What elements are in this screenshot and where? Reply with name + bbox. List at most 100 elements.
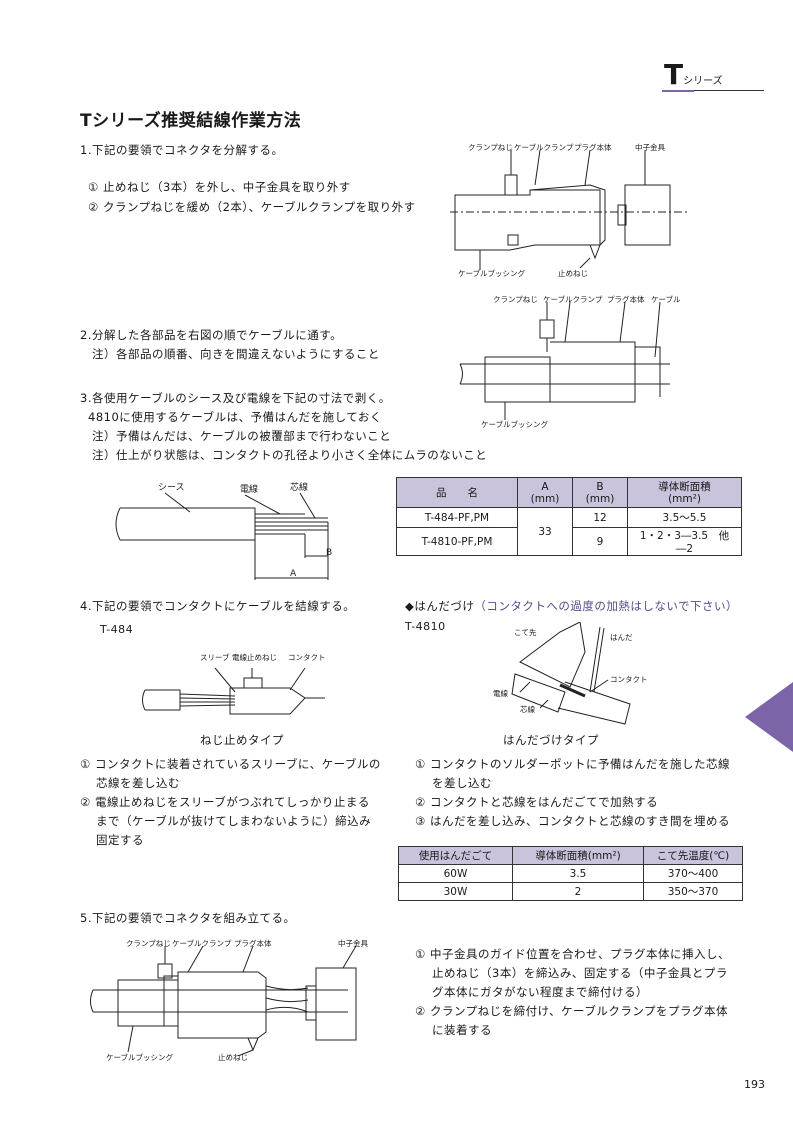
table-row: 30W 2 350～370 (398, 882, 743, 901)
figure-assembly: クランプねじ ケーブルクランプ プラグ本体 中子金具 ケーブルブッシング 止めね… (88, 936, 388, 1066)
label-solder: はんだ (610, 633, 633, 642)
left-item-2c: 固定する (96, 833, 144, 847)
label-plug-body-3: プラグ本体 (234, 939, 272, 948)
cell-area: 2 (512, 882, 644, 901)
label-cable-clamp: ケーブルクランプ (514, 143, 574, 152)
cell-iron: 60W (398, 864, 513, 883)
th-area-label: 導体断面積 (658, 480, 711, 493)
solder-type-drawing (511, 621, 631, 725)
cell-b: 9 (572, 527, 628, 556)
th-temp: こて先温度(℃) (643, 846, 743, 865)
cell-name: T-4810-PF,PM (396, 527, 518, 556)
label-bushing-3: ケーブルブッシング (106, 1053, 174, 1062)
screw-type-drawing (142, 667, 325, 715)
label-contact: コンタクト (288, 653, 326, 662)
cell-iron: 30W (398, 882, 513, 901)
label-wire-2: 電線 (493, 689, 508, 698)
page-number: 193 (744, 1078, 765, 1091)
th-iron: 使用はんだごて (398, 846, 513, 865)
left-item-1b: 芯線を差し込む (96, 776, 180, 790)
figure-stripping: シース 電線 芯線 B A (110, 478, 350, 586)
header-rule-accent (662, 90, 694, 92)
label-cable-clamp-3: ケーブルクランプ (172, 939, 232, 948)
cell-temp: 370～400 (643, 864, 743, 883)
label-bushing-2: ケーブルブッシング (481, 420, 549, 429)
strip-dimension-table: 品 名 A(mm) B(mm) 導体断面積(mm²) T-484-PF,PM 3… (396, 477, 742, 556)
step1-item-1: ① 止めねじ（3本）を外し、中子金具を取り外す (88, 180, 351, 194)
right-item-3: ③ はんだを差し込み、コンタクトと芯線のすき間を埋める (415, 814, 730, 828)
right-item-1: ① コンタクトのソルダーポットに予備はんだを施した芯線 (415, 757, 730, 771)
step2-heading: 2.分解した各部品を右図の順でケーブルに通す。 (80, 328, 343, 342)
label-plug-body-2: プラグ本体 (607, 295, 645, 304)
step5-item-1c: グ本体にガタがない程度まで締付ける） (432, 985, 648, 999)
step1-heading: 1.下記の要領でコネクタを分解する。 (80, 143, 284, 157)
label-sleeve: スリーブ (200, 653, 230, 662)
label-wire-screw: 電線止めねじ (232, 653, 277, 662)
caption-solder-type: はんだづけタイプ (503, 733, 599, 747)
step5-item-2: ② クランプねじを締付け、ケーブルクランプをプラグ本体 (415, 1004, 729, 1018)
th-b-label: B (596, 480, 604, 493)
step3-line-1: 4810に使用するケーブルは、予備はんだを施しておく (88, 410, 382, 424)
cell-temp: 350～370 (643, 882, 743, 901)
cell-area: 3.5～5.5 (627, 507, 742, 528)
step5-item-2b: に装着する (432, 1023, 492, 1037)
th-b-unit: (mm) (585, 492, 615, 505)
figure-disassembly: クランプねじ ケーブルクランプ プラグ本体 中子金具 ケーブルブッシング 止めね… (440, 140, 700, 280)
label-cable: ケーブル (651, 295, 681, 304)
step5-item-1b: 止めねじ（3本）を締込み、固定する（中子金具とプラ (432, 966, 728, 980)
step2-note: 注）各部品の順番、向きを間違えないようにすること (92, 347, 380, 361)
th-b: B(mm) (572, 477, 628, 508)
label-cable-clamp-2: ケーブルクランプ (543, 295, 603, 304)
table-row: T-484-PF,PM 33 12 3.5～5.5 (396, 507, 742, 556)
th-name: 品 名 (396, 477, 518, 508)
left-item-2b: まで（ケーブルが抜けてしまわないように）締込み (96, 814, 372, 828)
model-right: T-4810 (405, 620, 446, 633)
cell-b: 12 (572, 507, 628, 528)
cell-name: T-484-PF,PM (396, 507, 518, 528)
label-clamp-screw: クランプねじ (468, 143, 513, 152)
solder-note: （コンタクトへの過度の加熱はしないで下さい） (474, 599, 738, 613)
solder-head-label: ◆はんだづけ (405, 599, 475, 613)
step3-line-3: 注）仕上がり状態は、コンタクトの孔径より小さく全体にムラのないこと (92, 448, 488, 462)
page-title: Tシリーズ推奨結線作業方法 (80, 111, 302, 131)
th-a: A(mm) (517, 477, 573, 508)
figure-threading: クランプねじ ケーブルクランプ プラグ本体 ケーブル ケーブルブッシング (455, 292, 685, 432)
label-stop-screw: 止めねじ (558, 269, 588, 278)
label-wire: 電線 (240, 485, 259, 495)
label-core-2: 芯線 (520, 705, 535, 714)
disassembly-drawing (450, 150, 690, 270)
step5-heading: 5.下記の要領でコネクタを組み立てる。 (80, 911, 296, 925)
cell-a: 33 (517, 507, 573, 556)
label-plug-body: プラグ本体 (574, 143, 612, 152)
cell-area: 1・2・3―3.5 他―2 (627, 527, 742, 556)
left-item-1: ① コンタクトに装着されているスリーブに、ケーブルの (80, 757, 381, 771)
label-core-metal: 中子金具 (635, 143, 665, 152)
caption-screw-type: ねじ止めタイプ (200, 733, 284, 747)
step3-heading: 3.各使用ケーブルのシース及び電線を下記の寸法で剥く。 (80, 391, 391, 405)
table-row: 60W 3.5 370～400 (398, 864, 743, 883)
model-left: T-484 (100, 623, 134, 636)
series-suffix: シリーズ (683, 76, 723, 87)
th-area-unit: (mm²) (668, 492, 701, 505)
label-core: 芯線 (290, 483, 309, 493)
step3-line-2: 注）予備はんだは、ケーブルの被覆部まで行わないこと (92, 429, 392, 443)
figure-solder-type: こて先 はんだ コンタクト 電線 芯線 (490, 621, 660, 727)
left-item-2: ② 電線止めねじをスリーブがつぶれてしっかり止まる (80, 795, 370, 809)
series-header: Tシリーズ (664, 58, 764, 91)
th-area-2: 導体断面積(mm²) (512, 846, 644, 865)
assembly-drawing (90, 946, 357, 1056)
label-contact-2: コンタクト (610, 675, 648, 684)
th-a-unit: (mm) (530, 492, 560, 505)
header-rule (662, 90, 764, 91)
soldering-iron-table: 使用はんだごて 導体断面積(mm²) こて先温度(℃) 60W 3.5 370～… (398, 846, 743, 901)
label-iron-tip: こて先 (514, 628, 537, 637)
th-a-label: A (541, 480, 549, 493)
series-letter: T (664, 58, 684, 91)
stripping-drawing (115, 492, 329, 580)
table-row: T-4810-PF,PM 9 1・2・3―3.5 他―2 (396, 527, 742, 556)
solder-heading: ◆はんだづけ（コンタクトへの過度の加熱はしないで下さい） (405, 596, 738, 616)
figure-screw-type: スリーブ 電線止めねじ コンタクト (140, 650, 330, 730)
label-sheath: シース (158, 483, 185, 493)
th-area: 導体断面積(mm²) (627, 477, 742, 508)
label-core-metal-3: 中子金具 (338, 939, 368, 948)
